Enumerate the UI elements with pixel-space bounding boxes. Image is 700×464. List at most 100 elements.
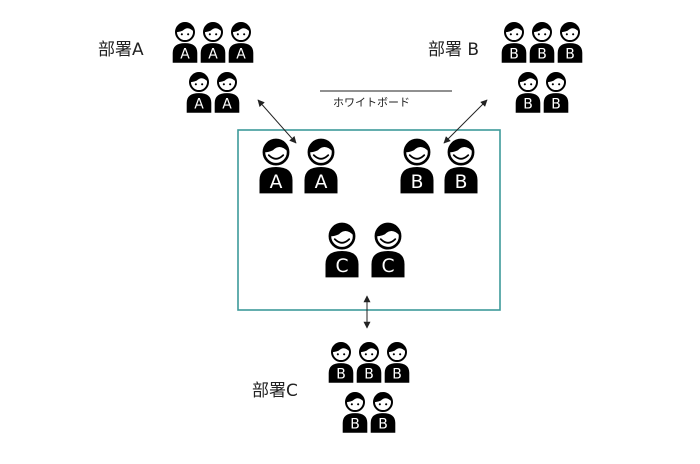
person-letter: A — [236, 47, 246, 63]
arrow-department-a-whiteboard — [257, 99, 297, 144]
person-letter: A — [194, 97, 204, 113]
person-eye — [537, 33, 540, 36]
person-smile — [408, 154, 426, 160]
person-letter: B — [455, 172, 468, 193]
person-eye — [558, 83, 561, 86]
person-eye — [180, 33, 183, 36]
person-eye — [385, 403, 388, 406]
person-hair — [404, 140, 430, 153]
person-eye — [378, 403, 381, 406]
person-body — [228, 43, 254, 63]
whiteboard-participant: A — [259, 138, 293, 194]
department-c-member: B — [384, 342, 410, 383]
person-letter: A — [208, 47, 218, 63]
person-hair — [546, 72, 566, 83]
person-letter: C — [335, 256, 348, 277]
person-eye — [565, 33, 568, 36]
person-body — [529, 43, 555, 63]
person-eye — [187, 33, 190, 36]
whiteboard-label: ホワイトボード — [333, 96, 410, 109]
department-b-label: 部署 B — [428, 40, 479, 60]
person-eye — [215, 33, 218, 36]
person-eye — [523, 83, 526, 86]
department-a-label: 部署A — [98, 40, 144, 60]
person-body — [543, 93, 569, 113]
person-eye — [243, 33, 246, 36]
person-letter: A — [222, 97, 232, 113]
person-eye — [201, 83, 204, 86]
department-c-member: B — [328, 342, 354, 383]
whiteboard-participant: A — [304, 138, 338, 194]
person-eye — [222, 83, 225, 86]
person-body — [342, 413, 368, 433]
person-hair — [189, 72, 209, 83]
person-body — [259, 166, 293, 194]
person-body — [501, 43, 527, 63]
person-hair — [329, 224, 355, 237]
department-a-member: A — [186, 72, 212, 113]
person-body — [371, 250, 405, 278]
person-eye — [530, 83, 533, 86]
person-body — [557, 43, 583, 63]
person-hair — [375, 224, 401, 237]
person-hair — [448, 140, 474, 153]
department-b-member: B — [515, 72, 541, 113]
person-letter: B — [537, 47, 547, 63]
person-hair — [532, 22, 552, 33]
person-body — [328, 363, 354, 383]
person-hair — [359, 342, 379, 353]
person-eye — [208, 33, 211, 36]
person-letter: B — [509, 47, 519, 63]
person-body — [444, 166, 478, 194]
department-a-member: A — [214, 72, 240, 113]
person-eye — [236, 33, 239, 36]
person-eye — [350, 403, 353, 406]
person-hair — [231, 22, 251, 33]
person-smile — [267, 154, 285, 160]
person-body — [400, 166, 434, 194]
person-hair — [373, 393, 393, 403]
person-hair — [560, 23, 580, 33]
whiteboard-participant: C — [325, 222, 359, 278]
person-hair — [263, 140, 289, 153]
department-b-member: B — [557, 22, 583, 63]
department-a-member: A — [228, 22, 254, 63]
person-eye — [343, 353, 346, 356]
department-b-member: B — [543, 72, 569, 113]
department-c-member: B — [370, 392, 396, 433]
person-letter: B — [378, 417, 388, 433]
department-c-member: B — [342, 392, 368, 433]
department-b-member: B — [529, 22, 555, 63]
person-eye — [399, 353, 402, 356]
person-body — [515, 93, 541, 113]
person-eye — [544, 33, 547, 36]
person-smile — [379, 238, 397, 244]
person-body — [325, 250, 359, 278]
person-eye — [392, 353, 395, 356]
person-eye — [371, 353, 374, 356]
person-eye — [364, 353, 367, 356]
person-eye — [336, 353, 339, 356]
person-hair — [217, 72, 237, 83]
person-letter: B — [336, 367, 346, 383]
person-eye — [194, 83, 197, 86]
person-body — [186, 93, 212, 113]
person-hair — [331, 342, 351, 353]
arrow-department-b-whiteboard — [443, 99, 488, 144]
person-letter: B — [565, 47, 575, 63]
person-body — [384, 363, 410, 383]
person-letter: B — [523, 97, 533, 113]
person-letter: B — [551, 97, 561, 113]
department-c-label: 部署C — [252, 381, 298, 401]
department-b-member: B — [501, 22, 527, 63]
person-eye — [509, 33, 512, 36]
person-letter: A — [270, 172, 283, 193]
person-hair — [308, 140, 334, 153]
person-letter: B — [350, 417, 360, 433]
person-eye — [229, 83, 232, 86]
person-body — [304, 166, 338, 194]
department-c-member: B — [356, 342, 382, 383]
person-hair — [504, 22, 524, 33]
person-hair — [387, 343, 407, 353]
